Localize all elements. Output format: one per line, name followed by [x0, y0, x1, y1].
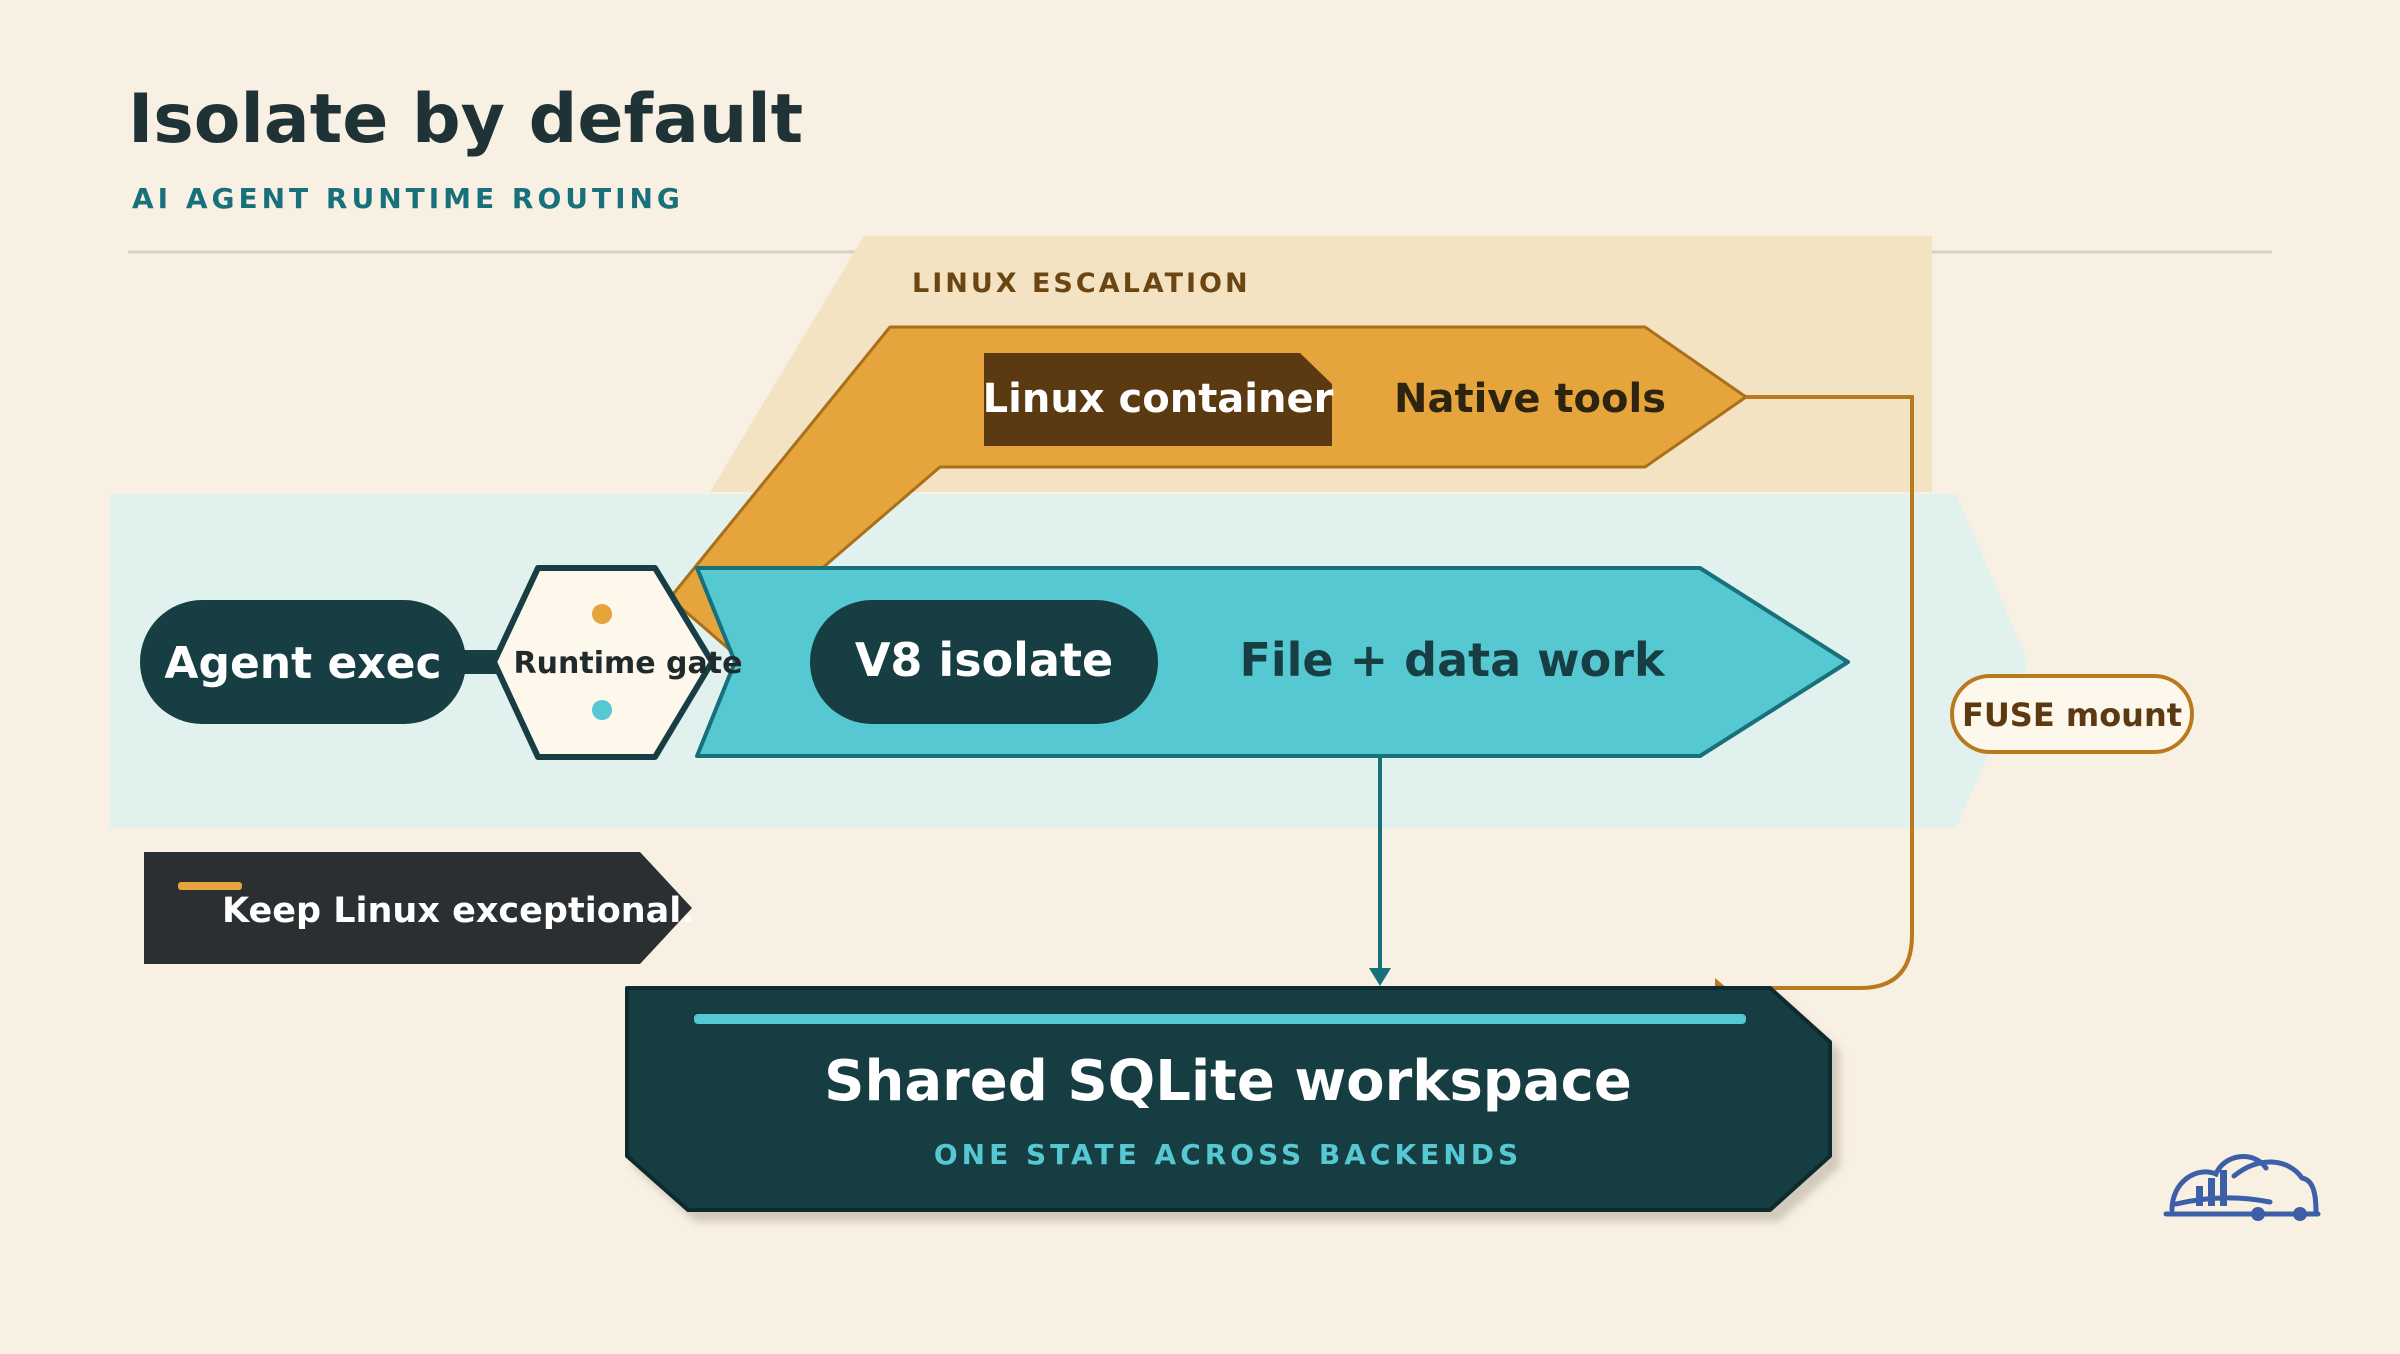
- callout-text: Keep Linux exceptional.: [222, 891, 695, 931]
- agent-exec-label: Agent exec: [164, 638, 441, 689]
- gate-teal-dot: [592, 700, 612, 720]
- linux-container-label: Linux container: [983, 376, 1334, 422]
- runtime-gate-node: [491, 565, 715, 760]
- page-title: Isolate by default: [128, 80, 803, 159]
- linux-container-tag: [984, 353, 1332, 446]
- agent-exec-node: [140, 600, 466, 724]
- fuse-mount-node: [1950, 674, 2194, 754]
- workspace-accent-bar: [694, 1014, 1746, 1024]
- cloud-car-logo-icon: [2163, 1154, 2321, 1221]
- v8-isolate-node: [810, 600, 1158, 724]
- shared-workspace-subtitle: ONE STATE ACROSS BACKENDS: [934, 1138, 1522, 1171]
- shared-workspace-node: [625, 986, 1832, 1212]
- fuse-mount-label: FUSE mount: [1962, 696, 2182, 734]
- isolate-connector-arrowhead: [1369, 968, 1391, 986]
- native-tools-to-workspace-connector: [1715, 395, 1914, 990]
- linux-escalation-label: LINUX ESCALATION: [912, 268, 1251, 299]
- shared-workspace-title: Shared SQLite workspace: [824, 1049, 1632, 1114]
- native-tools-label: Native tools: [1394, 376, 1666, 422]
- file-data-work-label: File + data work: [1239, 633, 1666, 687]
- v8-isolate-label: V8 isolate: [855, 633, 1113, 687]
- gate-amber-dot: [592, 604, 612, 624]
- callout-accent-bar: [178, 882, 242, 890]
- page-subtitle: AI AGENT RUNTIME ROUTING: [132, 182, 684, 215]
- callout-box: [144, 852, 692, 964]
- runtime-gate-label: Runtime gate: [514, 646, 743, 681]
